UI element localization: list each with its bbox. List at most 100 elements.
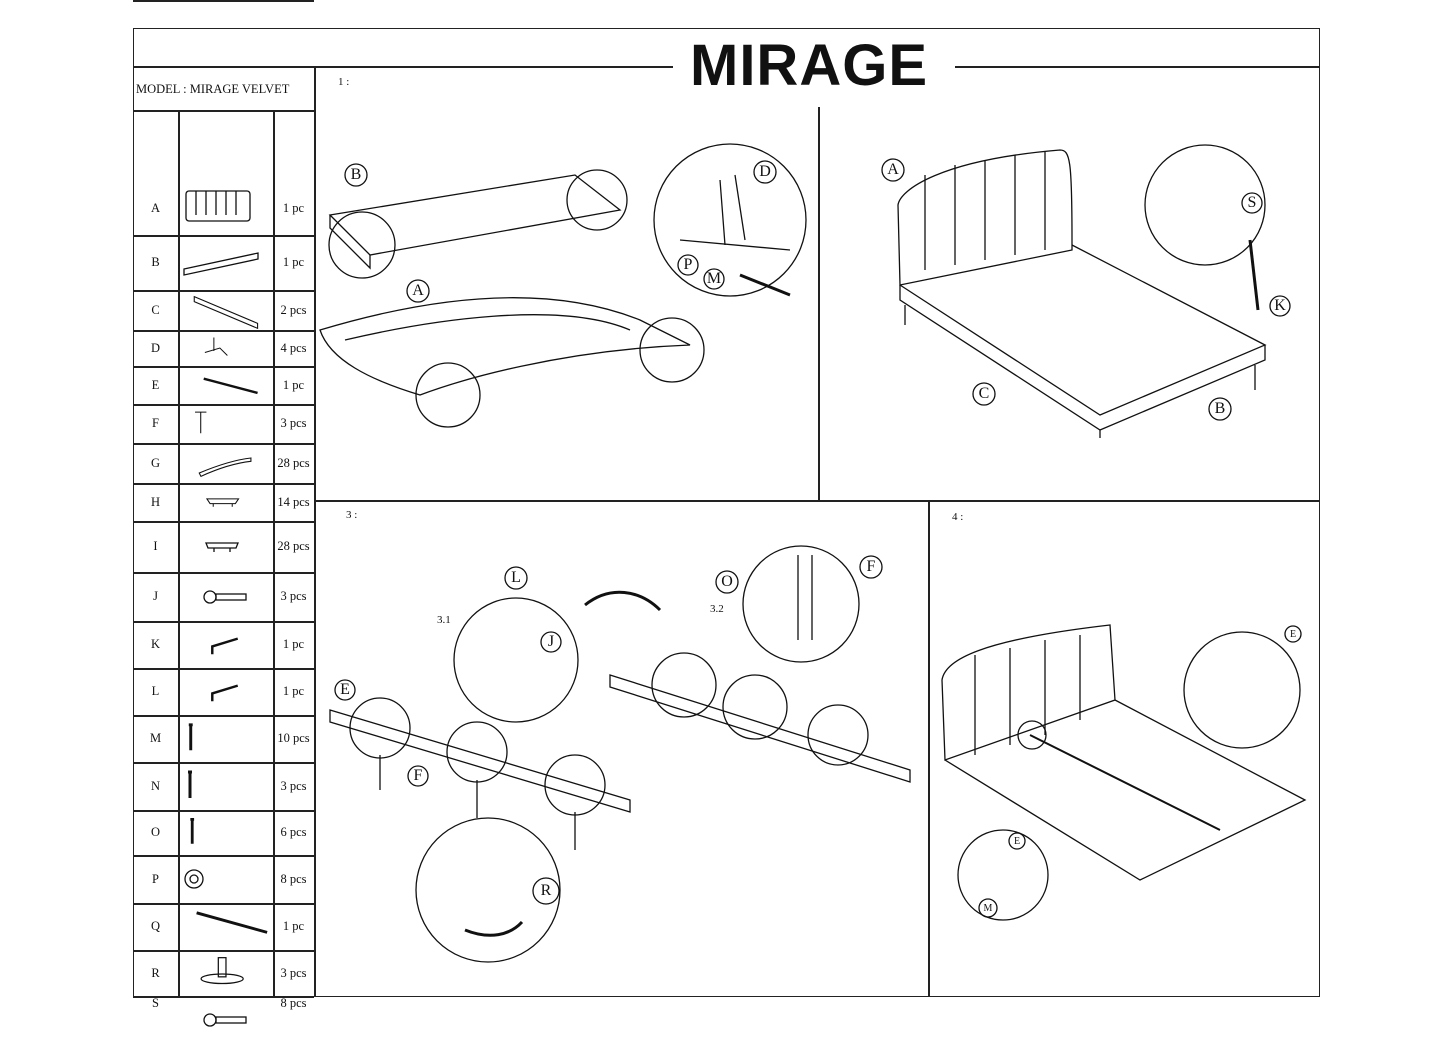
part-quantity: 10 pcs xyxy=(277,731,310,745)
callout-label: E xyxy=(1289,628,1297,640)
instruction-sheet xyxy=(133,28,1320,997)
part-quantity: 28 pcs xyxy=(277,455,310,470)
bolt-icon xyxy=(178,572,273,621)
divider xyxy=(133,290,314,292)
callout-label: C xyxy=(978,385,990,402)
foot-glide-icon xyxy=(178,950,273,996)
callout-label: B xyxy=(1214,400,1226,417)
part-quantity: 1 pc xyxy=(282,201,305,215)
divider xyxy=(133,443,314,445)
part-quantity: 8 pcs xyxy=(280,871,307,886)
divider xyxy=(133,572,314,574)
divider xyxy=(133,715,314,717)
divider xyxy=(133,521,314,523)
callout-label: E xyxy=(340,681,350,698)
side-rail-icon xyxy=(178,290,273,330)
callout-label: O xyxy=(721,573,733,590)
step-3-1-label: 3.1 xyxy=(437,614,451,626)
part-id: O xyxy=(150,825,161,839)
callout-label: S xyxy=(1247,194,1257,211)
slat-icon xyxy=(178,443,273,483)
callout-label: K xyxy=(1274,297,1286,314)
part-id: R xyxy=(151,965,160,980)
headboard-icon xyxy=(178,182,273,235)
step-2-diagram xyxy=(881,144,1291,438)
step-4-label: 4 : xyxy=(952,511,964,523)
part-quantity: 1 pc xyxy=(282,637,305,651)
callout-label: L xyxy=(511,569,521,586)
callout-label: A xyxy=(887,161,899,178)
part-id: S xyxy=(152,996,159,1010)
part-quantity: 3 pcs xyxy=(280,778,307,793)
foot-rail-icon xyxy=(178,235,273,290)
model-label: MODEL : MIRAGE VELVET xyxy=(136,82,290,96)
divider xyxy=(133,855,314,857)
part-quantity: 3 pcs xyxy=(280,965,307,980)
callout-label: J xyxy=(547,633,555,650)
screw-icon xyxy=(178,715,273,762)
part-id: J xyxy=(153,589,158,603)
divider xyxy=(133,668,314,670)
part-quantity: 6 pcs xyxy=(280,825,307,839)
support-leg-icon xyxy=(178,404,273,443)
part-id: I xyxy=(153,539,158,553)
part-quantity: 2 pcs xyxy=(280,302,307,317)
leg-bracket-icon xyxy=(178,330,273,366)
allen-key-icon xyxy=(178,668,273,715)
divider xyxy=(273,110,275,997)
part-id: C xyxy=(151,302,160,317)
callout-label: F xyxy=(866,558,876,575)
part-quantity: 14 pcs xyxy=(277,494,310,509)
callout-label: D xyxy=(759,163,771,180)
divider xyxy=(178,110,180,997)
part-id: Q xyxy=(150,919,161,933)
step-1-diagram xyxy=(319,143,807,428)
divider xyxy=(314,67,316,997)
part-id: M xyxy=(149,731,162,745)
part-quantity: 1 pc xyxy=(282,684,305,698)
screw-icon xyxy=(178,762,273,810)
callout-label: F xyxy=(413,767,423,784)
callout-label: B xyxy=(350,166,362,183)
callout-label: M xyxy=(983,902,993,914)
step-1-label: 1 : xyxy=(338,76,350,88)
divider xyxy=(133,235,314,237)
part-id: P xyxy=(152,871,159,886)
divider xyxy=(133,330,314,332)
part-id: G xyxy=(150,455,161,470)
divider xyxy=(133,366,314,368)
part-id: K xyxy=(150,637,161,651)
divider xyxy=(818,107,820,500)
part-quantity: 1 pc xyxy=(282,919,305,933)
divider xyxy=(928,500,930,997)
step-4-diagram xyxy=(941,624,1307,921)
part-quantity: 1 pc xyxy=(282,255,305,269)
divider xyxy=(133,483,314,485)
center-beam-icon xyxy=(178,366,273,404)
part-id: N xyxy=(150,778,161,793)
divider xyxy=(133,110,314,112)
part-id: E xyxy=(151,377,160,392)
divider xyxy=(133,404,314,406)
slat-holder-icon xyxy=(178,483,273,521)
rod-icon xyxy=(178,903,273,950)
part-quantity: 8 pcs xyxy=(280,996,307,1010)
divider xyxy=(133,996,314,998)
part-id: L xyxy=(151,684,160,698)
part-quantity: 1 pc xyxy=(282,377,305,392)
divider xyxy=(133,621,314,623)
callout-label: P xyxy=(683,256,693,273)
callout-label: A xyxy=(412,282,424,299)
slat-cap-icon xyxy=(178,521,273,572)
part-id: B xyxy=(151,255,160,269)
part-quantity: 4 pcs xyxy=(280,340,307,355)
divider xyxy=(133,0,314,2)
part-quantity: 28 pcs xyxy=(277,539,310,553)
part-id: H xyxy=(150,494,161,509)
divider xyxy=(133,950,314,952)
part-id: D xyxy=(150,340,161,355)
screw-icon xyxy=(178,810,273,855)
part-id: A xyxy=(150,201,161,215)
title-rule xyxy=(133,66,673,68)
step-3-label: 3 : xyxy=(346,509,358,521)
